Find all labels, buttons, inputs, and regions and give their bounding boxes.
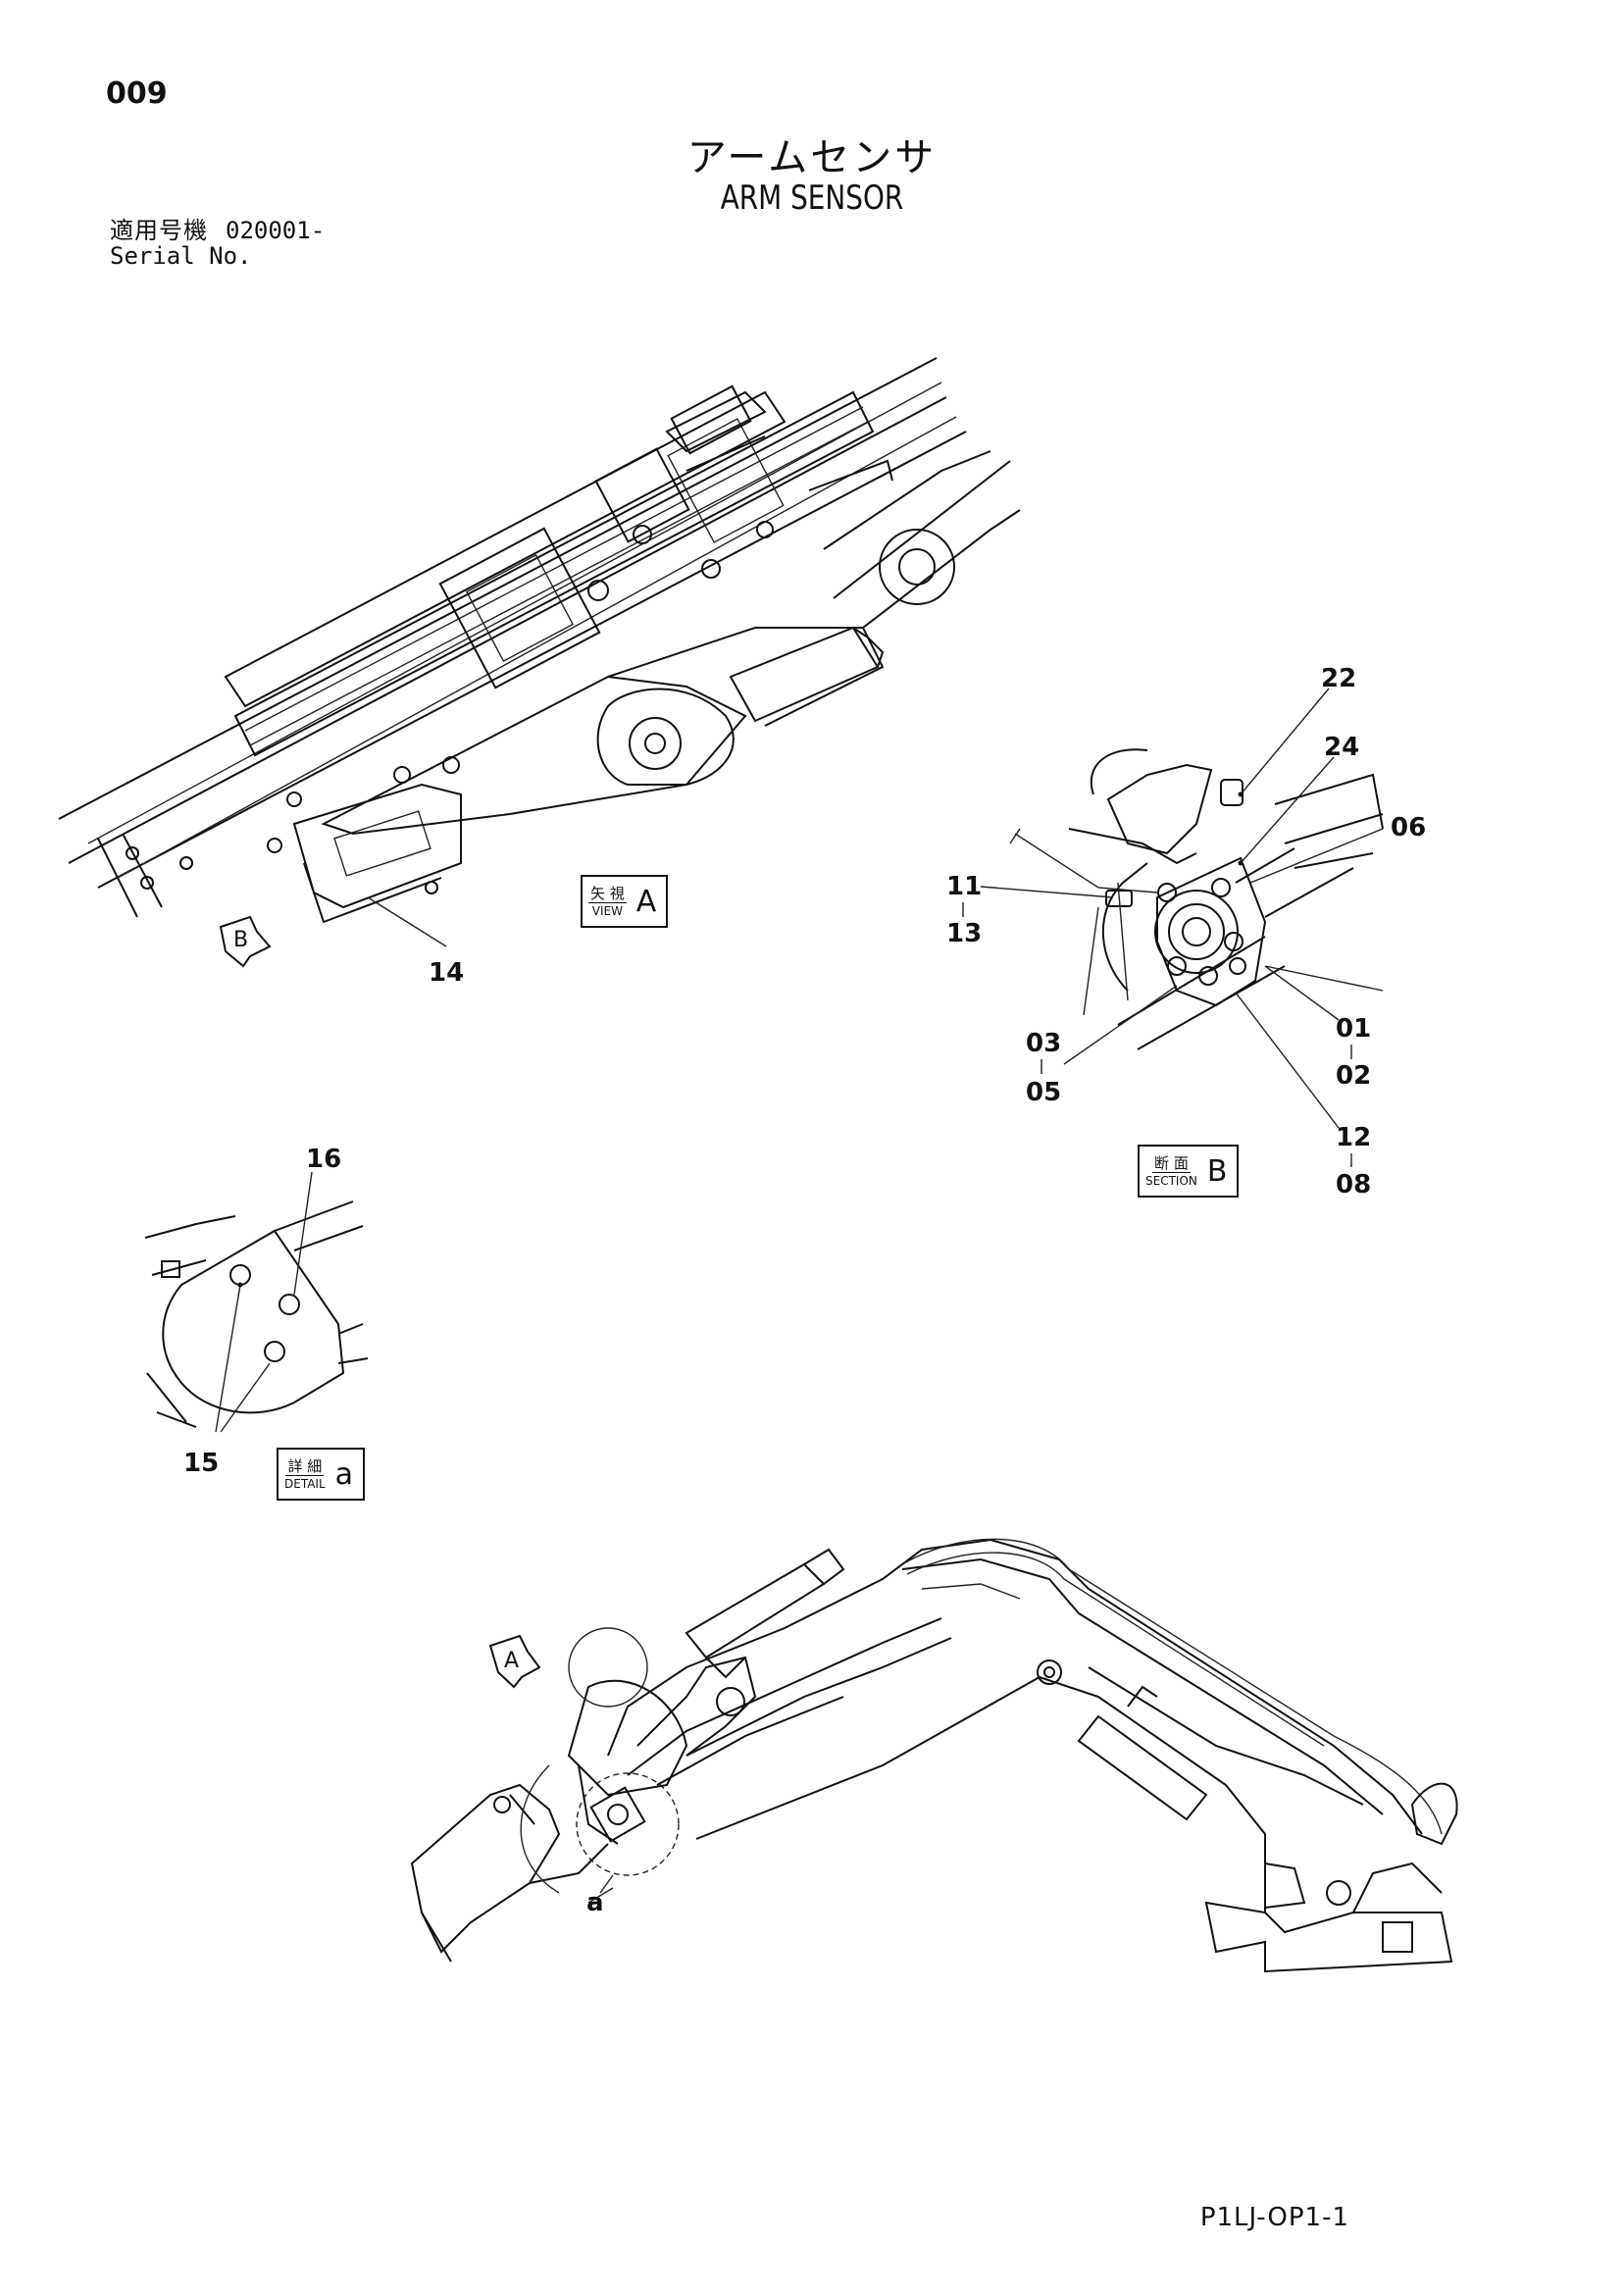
arrow-b-label: B [233, 928, 248, 952]
detail-a-tag-letter: a [334, 1456, 354, 1492]
callout-08: 08 [1336, 1170, 1371, 1199]
callout-06: 06 [1391, 813, 1426, 842]
callout-13: 13 [946, 919, 982, 948]
page-title-jp: アームセンサ [686, 135, 938, 180]
serial-label-en: Serial No. [110, 242, 252, 270]
arm-assembly-view [58, 357, 1021, 924]
detail-a-tag-en: DETAIL [284, 1476, 326, 1491]
excavator-side-view [410, 1538, 1458, 1973]
detail-a-view [144, 1171, 369, 1433]
callout-15: 15 [183, 1449, 219, 1478]
view-arrow-a: A [488, 1634, 541, 1689]
document-id: P1LJ-OP1-1 [1199, 2203, 1349, 2232]
serial-label-jp: 適用号機 [110, 217, 208, 244]
view-a-tag-en: VIEW [591, 903, 623, 918]
callout-24: 24 [1324, 733, 1359, 762]
callout-12: 12 [1336, 1123, 1371, 1152]
page-title-en: ARM SENSOR [720, 179, 904, 218]
callout-11: 11 [946, 872, 982, 901]
section-b-leaders [980, 688, 1384, 1129]
leader-14 [367, 896, 447, 947]
view-a-tag-letter: A [635, 884, 657, 919]
serial-block: 適用号機 020001- Serial No. [110, 218, 325, 269]
callout-22: 22 [1321, 664, 1356, 693]
page-number: 009 [106, 77, 168, 111]
serial-value: 020001- [226, 217, 326, 244]
callout-03: 03 [1026, 1029, 1061, 1058]
view-a-tag-jp: 矢 視 [588, 884, 627, 903]
detail-mark-a: a [586, 1888, 604, 1917]
view-arrow-b: B [219, 915, 272, 968]
arrow-a-label: A [504, 1649, 519, 1673]
callout-01: 01 [1336, 1014, 1371, 1044]
section-b-view [1009, 748, 1384, 1050]
detail-mark-leader [599, 1874, 614, 1894]
section-b-tag-letter: B [1206, 1153, 1228, 1189]
callout-14: 14 [429, 958, 464, 988]
callout-02: 02 [1336, 1061, 1371, 1091]
section-b-tag-jp: 断 面 [1152, 1153, 1191, 1173]
callout-05: 05 [1026, 1078, 1061, 1107]
detail-a-tag-jp: 詳 細 [285, 1456, 325, 1476]
callout-16: 16 [306, 1145, 341, 1174]
section-b-tag-en: SECTION [1145, 1173, 1197, 1188]
